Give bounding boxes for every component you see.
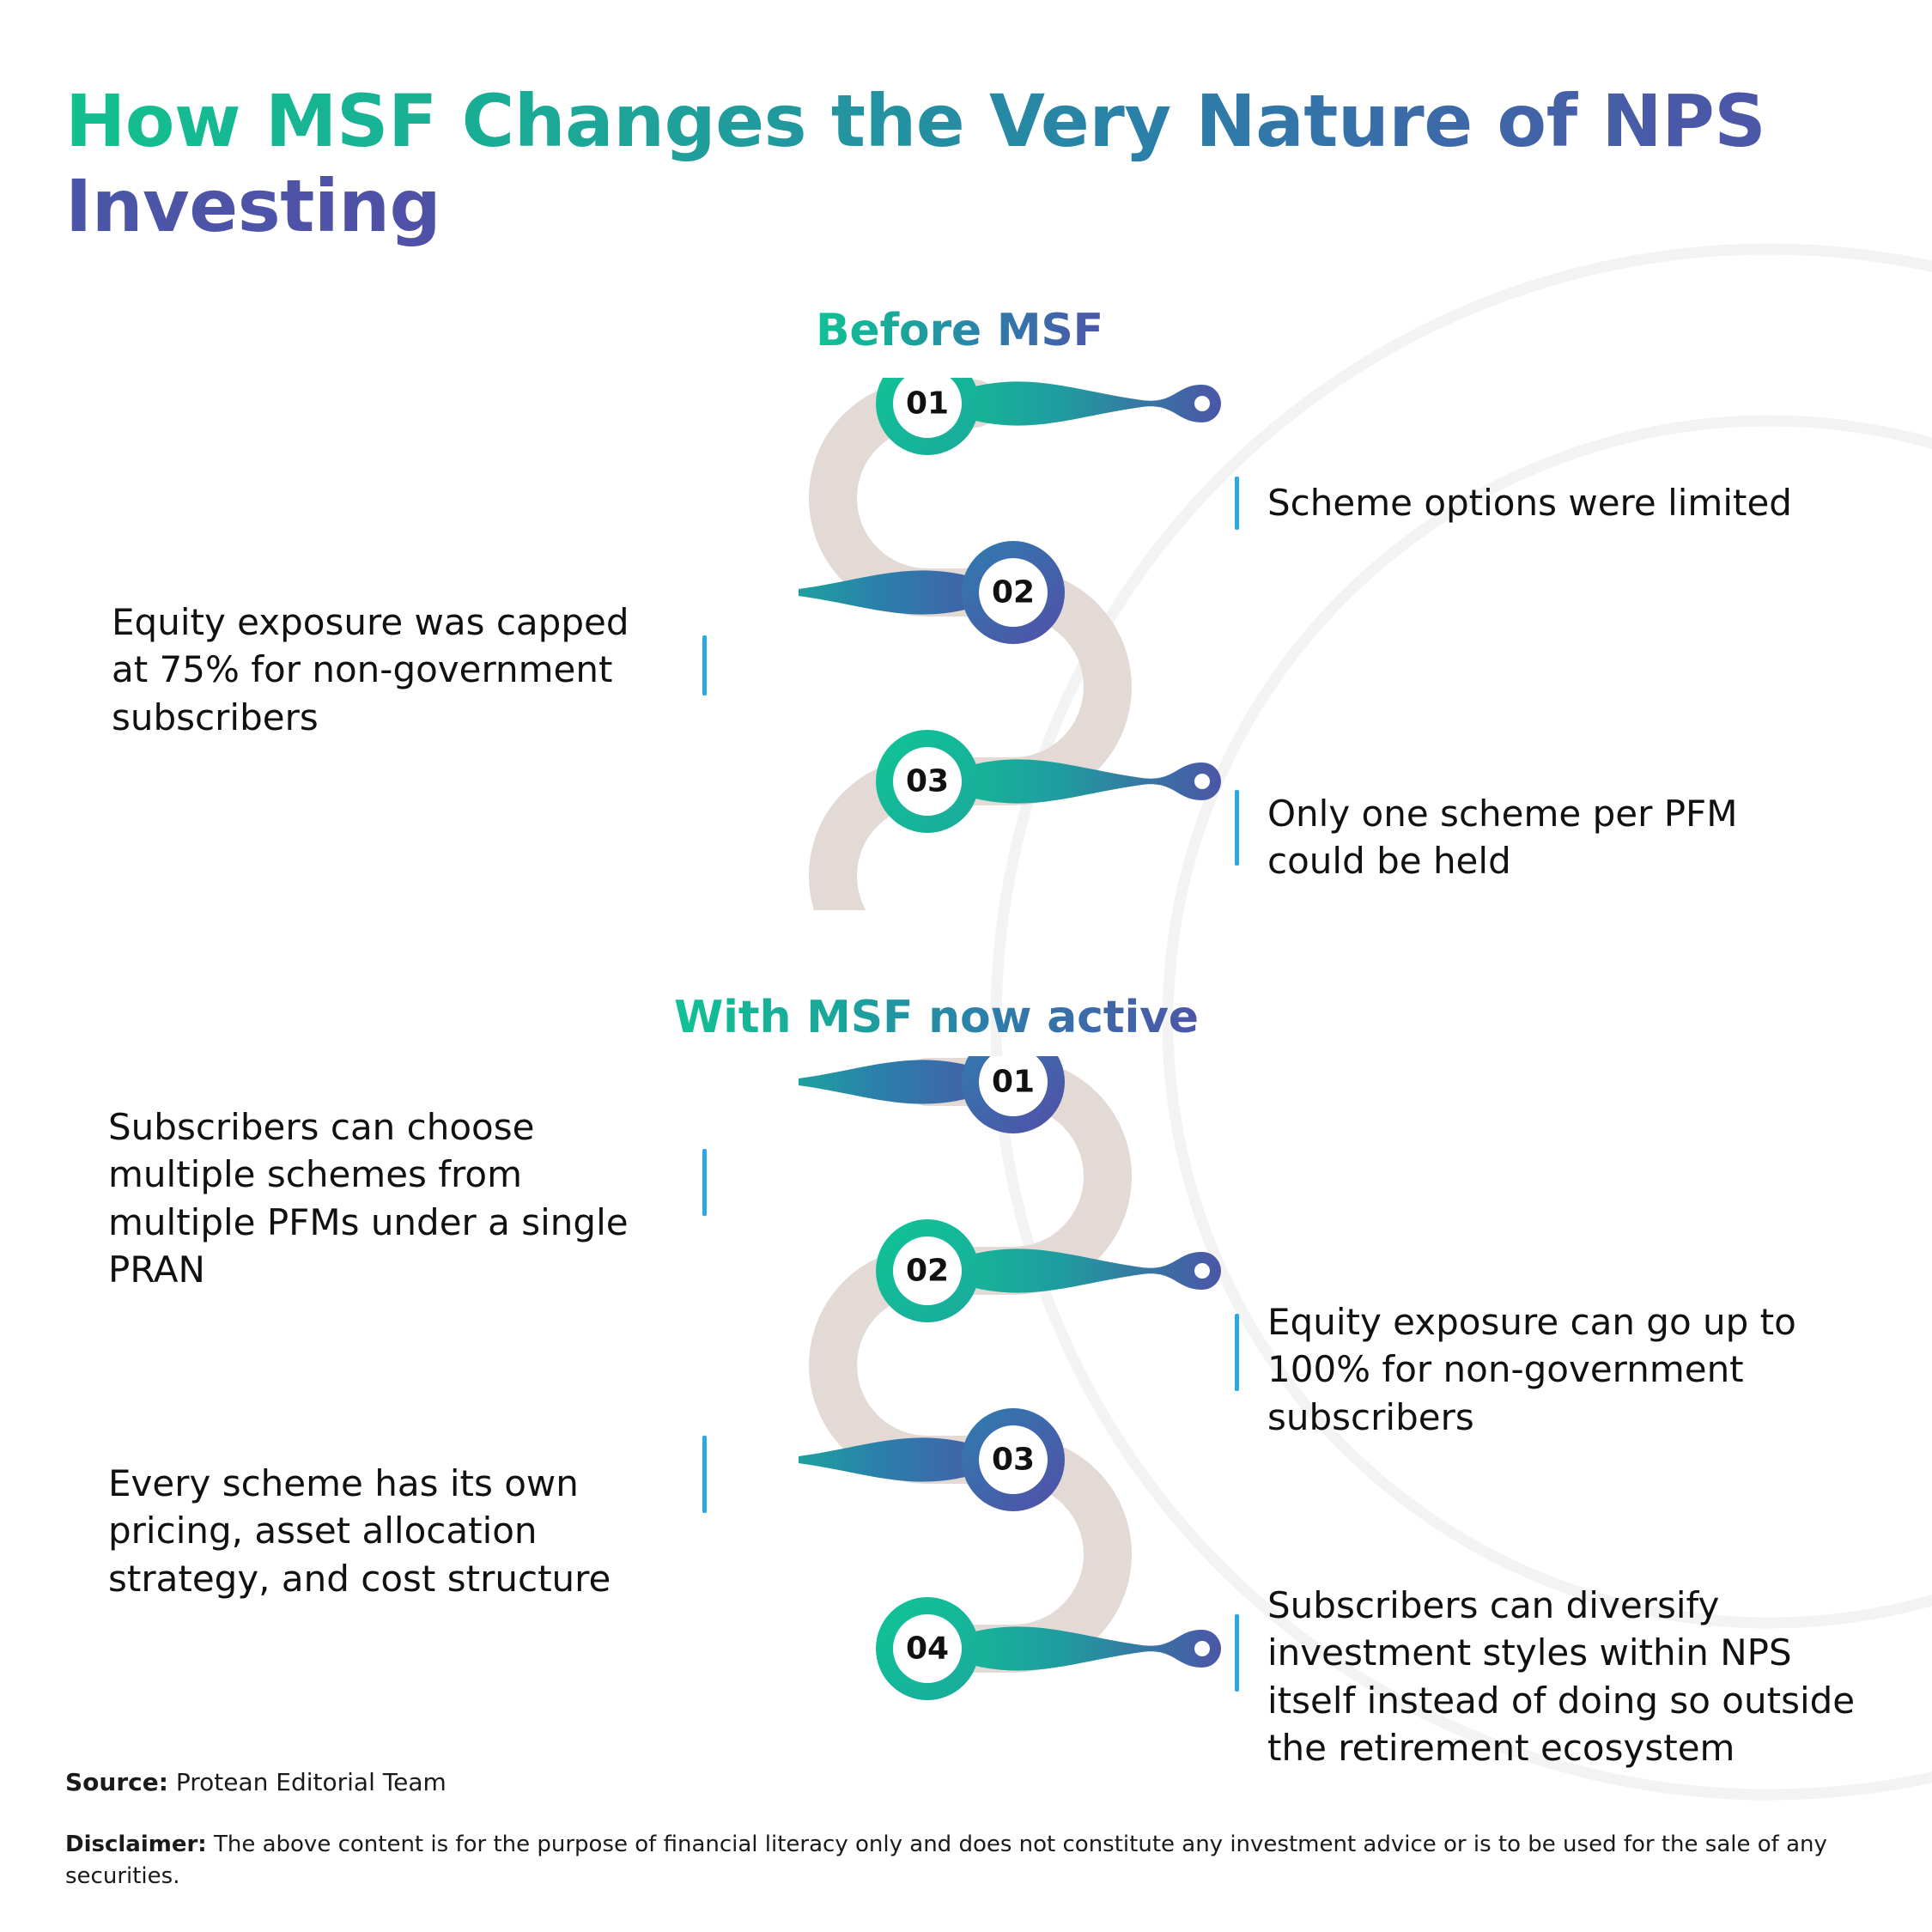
node-number-with-2: 02: [906, 1254, 949, 1289]
node-inner-before-1: [893, 378, 962, 438]
node-number-before-2: 02: [992, 575, 1035, 611]
serpentine-path-before: [809, 380, 1132, 910]
bg-arc-inner: [1162, 415, 1932, 1629]
disclaimer-line: Disclaimer: The above content is for the…: [65, 1829, 1860, 1893]
timeline-node-before-3[interactable]: 03: [876, 730, 1221, 833]
caption-before-3: Only one scheme per PFM could be held: [1267, 793, 1738, 883]
disclaimer-label: Disclaimer:: [65, 1832, 207, 1857]
caption-with-3: Every scheme has its own pricing, asset …: [108, 1462, 611, 1600]
connector-with-1: [799, 1060, 1013, 1104]
page-title: How MSF Changes the Very Nature of NPS I…: [65, 79, 1783, 249]
timeline-node-before-1[interactable]: 01: [876, 378, 1221, 455]
disclaimer-value: The above content is for the purpose of …: [65, 1832, 1827, 1889]
source-line: Source: Protean Editorial Team: [65, 1767, 447, 1798]
node-number-before-3: 03: [906, 764, 949, 799]
caption-before-2: Equity exposure was capped at 75% for no…: [112, 601, 629, 738]
timeline-graphic-before-msf: 01 02 03: [799, 378, 1221, 910]
connector-dot-before-3: [1194, 774, 1210, 789]
node-inner-with-3: [979, 1425, 1048, 1494]
timeline-node-with-1[interactable]: 01: [799, 1056, 1065, 1133]
connector-dot-with-2: [1194, 1263, 1210, 1279]
connector-before-1: [927, 381, 1221, 426]
connector-with-2: [927, 1249, 1221, 1293]
section-heading-before-msf: Before MSF: [816, 305, 1103, 356]
connector-before-3: [927, 759, 1221, 804]
caption-divider-with-3: [702, 1436, 707, 1513]
node-inner-before-3: [893, 747, 962, 816]
timeline-graphic-with-msf: 01 02 03 04: [799, 1056, 1222, 1700]
connector-dot-before-1: [1194, 396, 1210, 411]
timeline-node-with-4[interactable]: 04: [876, 1597, 1222, 1700]
connector-with-4: [927, 1626, 1222, 1671]
caption-divider-with-1: [702, 1149, 707, 1216]
bg-arc-outer: [990, 243, 1932, 1801]
timeline-node-with-3[interactable]: 03: [799, 1408, 1065, 1511]
caption-before-1: Scheme options were limited: [1267, 482, 1792, 524]
section-heading-with-msf: With MSF now active: [674, 992, 1199, 1043]
caption-divider-before-2: [702, 635, 707, 696]
serpentine-path-with: [809, 1058, 1132, 1673]
source-label: Source:: [65, 1768, 168, 1796]
node-number-with-4: 04: [906, 1631, 949, 1667]
node-inner-with-2: [893, 1236, 962, 1305]
page-title-text: How MSF Changes the Very Nature of NPS I…: [65, 79, 1766, 249]
section-heading-with-label: With MSF now active: [674, 992, 1199, 1043]
node-inner-before-2: [979, 558, 1048, 627]
source-value: Protean Editorial Team: [175, 1768, 447, 1796]
timeline-node-before-2[interactable]: 02: [799, 541, 1065, 644]
caption-with-2: Equity exposure can go up to 100% for no…: [1267, 1301, 1796, 1438]
node-inner-with-4: [893, 1614, 962, 1683]
caption-divider-with-2: [1235, 1314, 1239, 1391]
caption-divider-with-4: [1235, 1614, 1239, 1692]
connector-before-2: [799, 570, 1013, 615]
node-number-with-3: 03: [992, 1443, 1035, 1478]
caption-divider-before-3: [1235, 790, 1239, 866]
caption-divider-before-1: [1235, 477, 1239, 530]
section-heading-before-label: Before MSF: [816, 305, 1103, 356]
connector-with-3: [799, 1437, 1013, 1482]
caption-with-4: Subscribers can diversify investment sty…: [1267, 1584, 1856, 1770]
node-number-with-1: 01: [992, 1065, 1035, 1100]
caption-with-1: Subscribers can choose multiple schemes …: [108, 1106, 629, 1291]
node-number-before-1: 01: [906, 386, 949, 422]
connector-dot-with-4: [1194, 1641, 1210, 1656]
timeline-node-with-2[interactable]: 02: [876, 1219, 1221, 1322]
node-inner-with-1: [979, 1056, 1048, 1116]
